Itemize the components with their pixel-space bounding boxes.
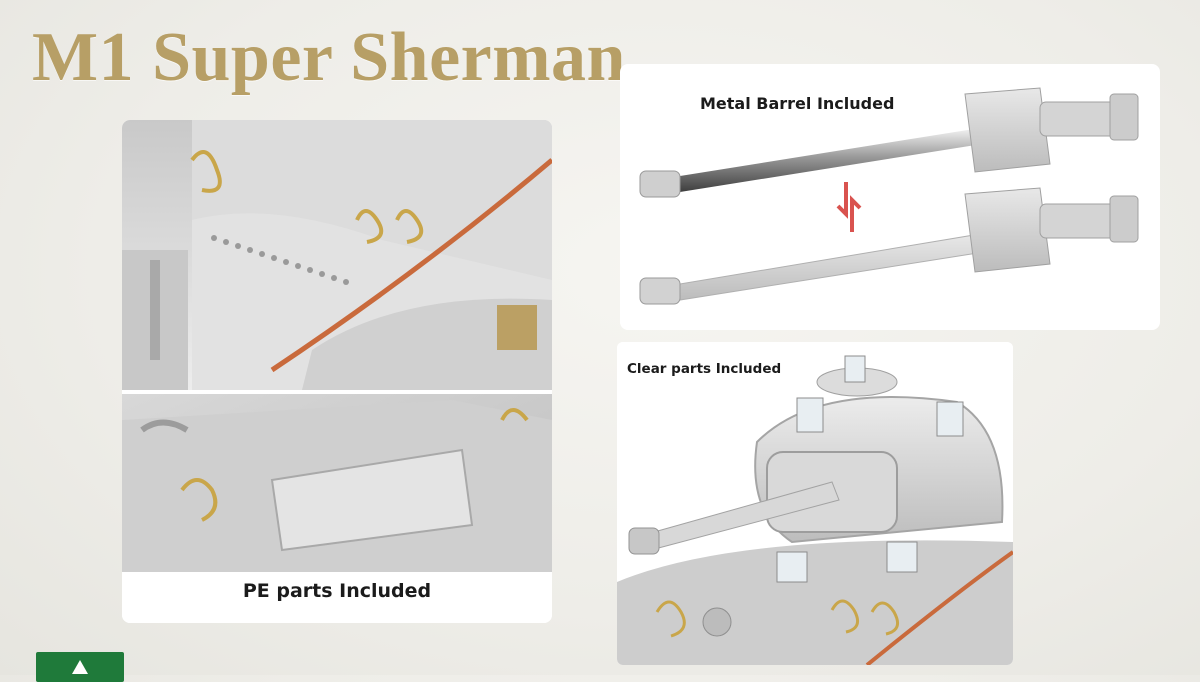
brand-logo-icon xyxy=(36,652,124,682)
clear-vision-block-right xyxy=(936,401,964,437)
metal-barrel-caption: Metal Barrel Included xyxy=(700,94,895,113)
swap-arrows-icon xyxy=(836,182,862,232)
mantlet-top xyxy=(964,87,1051,173)
clear-vision-block xyxy=(796,397,824,433)
muzzle-brake-plastic xyxy=(639,277,681,305)
clear-parts-panel: Clear parts Included xyxy=(617,342,1013,665)
muzzle-brake-metal xyxy=(639,170,681,198)
clear-parts-caption: Clear parts Included xyxy=(627,361,782,377)
metal-barrel xyxy=(680,128,982,192)
brand-logo-mark xyxy=(72,660,88,674)
clear-parts-illustration xyxy=(617,342,1013,665)
pe-parts-panel: PE parts Included xyxy=(122,120,552,623)
mantlet-bottom xyxy=(964,187,1051,273)
pe-parts-caption: PE parts Included xyxy=(242,580,432,602)
pe-parts-illustration xyxy=(122,120,552,623)
plastic-barrel xyxy=(679,233,985,301)
main-gun-muzzle xyxy=(628,527,660,555)
metal-barrel-panel: Metal Barrel Included xyxy=(620,64,1160,330)
clear-periscope xyxy=(844,355,866,383)
barrel-illustration xyxy=(639,87,1139,305)
page-title: M1 Super Sherman xyxy=(32,19,626,96)
